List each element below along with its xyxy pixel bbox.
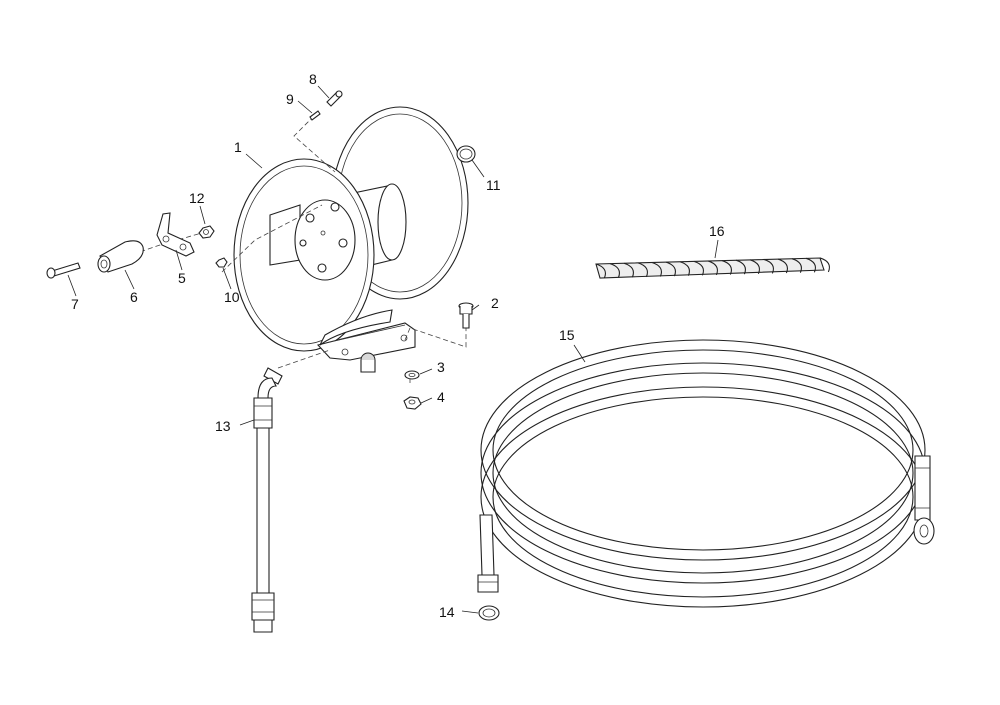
part-grip-6 [97,240,144,273]
part-nut-10 [215,257,228,268]
part-oring-11 [456,145,476,163]
callout-14: 14 [439,604,455,620]
spiral-coil-turn [777,258,788,274]
part-pin-8 [326,90,343,107]
callout-12: 12 [189,190,205,206]
leader-lines [67,85,719,614]
callout-11: 11 [486,177,501,193]
spiral-coil-turn [665,261,676,277]
spiral-coil-turn [651,261,662,277]
spiral-coil-turn [595,263,606,279]
callout-labels: 1 2 3 4 5 6 7 8 9 10 11 12 13 14 15 16 [71,71,725,620]
part-spiral-guard-16 [595,257,830,279]
callout-3: 3 [437,359,445,375]
spiral-coil-turn [735,259,746,275]
spiral-coil-turn [749,259,760,275]
spiral-coil-turn [707,260,718,276]
part-nut-12 [198,225,215,239]
spiral-coil-turn [805,257,816,273]
callout-1: 1 [234,139,242,155]
callout-6: 6 [130,289,138,305]
part-bolt-7 [46,262,81,279]
part-nut-4 [403,396,422,410]
spiral-coil-turn [721,260,732,275]
spiral-coil-turn [819,257,830,273]
hose-reel [233,106,469,373]
callout-2: 2 [491,295,499,311]
callout-7: 7 [71,296,79,312]
spiral-coil-turn [693,260,704,276]
spiral-coil-turn [623,262,634,278]
part-bolt-2 [458,302,474,329]
callout-13: 13 [215,418,231,434]
callout-16: 16 [709,223,725,239]
part-coiled-hose-15 [477,339,935,608]
part-washer-14 [478,605,500,621]
spiral-guard-body [595,257,825,279]
callout-5: 5 [178,270,186,286]
hose-end-ferrule [914,455,931,521]
spiral-coil-turn [791,258,802,273]
callout-10: 10 [224,289,240,305]
spiral-coil-turn [679,261,690,276]
callout-9: 9 [286,91,294,107]
part-hose-13 [251,367,283,633]
part-screw-9 [309,110,321,121]
part-washer-3 [404,370,420,380]
part-bracket-5 [156,212,195,257]
spiral-coil-turn [637,262,648,278]
callout-8: 8 [309,71,317,87]
spiral-coil-turn [609,263,620,278]
callout-15: 15 [559,327,575,343]
spiral-coil-turn [763,258,774,274]
callout-4: 4 [437,389,445,405]
